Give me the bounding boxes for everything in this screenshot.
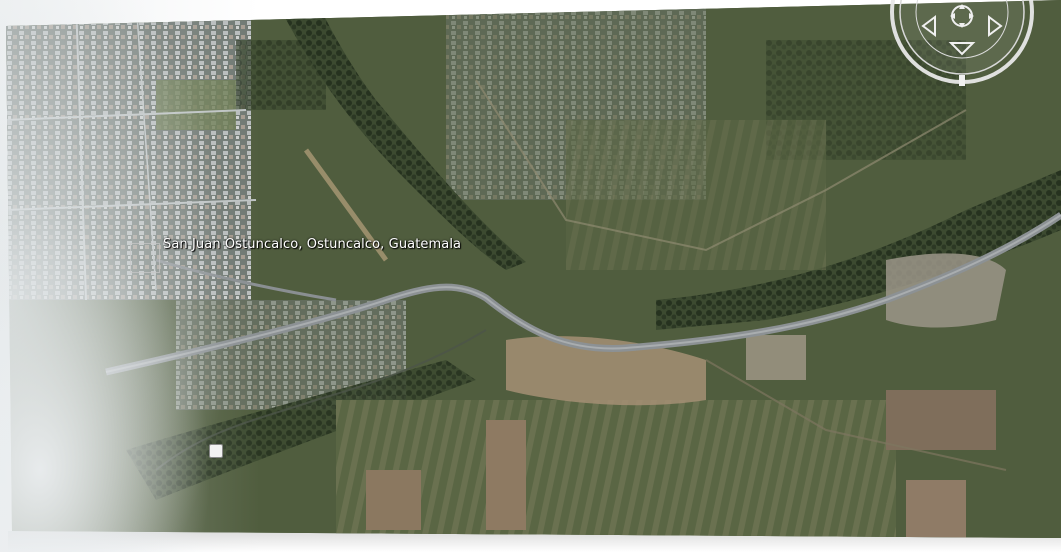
- clearing-mid: [746, 335, 806, 380]
- urban-area-west: [6, 0, 251, 300]
- look-down-icon[interactable]: [948, 42, 976, 56]
- field-soil-1: [486, 420, 526, 530]
- northwest-trees: [236, 40, 326, 110]
- field-green-north: [156, 80, 236, 130]
- look-up-icon[interactable]: [950, 4, 974, 28]
- look-left-icon[interactable]: [921, 15, 936, 37]
- field-soil-4: [906, 480, 966, 538]
- look-right-icon[interactable]: [988, 15, 1003, 37]
- navigation-control[interactable]: [890, 0, 1040, 90]
- place-marker-box[interactable]: [130, 243, 160, 273]
- navigation-control-svg: [890, 0, 1034, 86]
- field-soil-2: [366, 470, 421, 530]
- field-soil-3: [886, 390, 996, 450]
- route-shield: [209, 444, 223, 458]
- place-label[interactable]: San Juan Ostuncalco, Ostuncalco, Guatema…: [163, 237, 462, 252]
